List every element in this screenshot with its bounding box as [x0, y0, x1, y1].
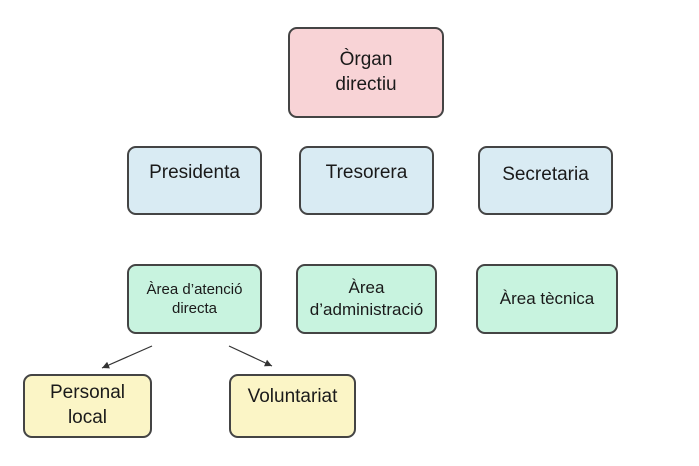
area-administracio-label-line1: Àrea: [348, 277, 385, 297]
tresorera-box: Tresorera: [299, 146, 434, 215]
area-tecnica-box: Àrea tècnica: [476, 264, 618, 334]
area-atencio-directa-label-line1: Àrea d’atenció: [146, 280, 243, 298]
presidenta-box: Presidenta: [127, 146, 262, 215]
arrow-to-voluntariat: [228, 345, 273, 367]
area-administracio-label-line2: d’administració: [309, 300, 424, 319]
presidenta-label: Presidenta: [149, 162, 240, 184]
personal-local-label-line2: local: [67, 407, 108, 428]
area-atencio-directa-label-line2: directa: [171, 300, 218, 317]
organ-directiu-box: Òrgan directiu: [288, 27, 444, 118]
voluntariat-label: Voluntariat: [247, 385, 338, 407]
organ-directiu-label-line2: directiu: [335, 73, 397, 95]
personal-local-box: Personal local: [23, 374, 152, 438]
personal-local-label-line1: Personal: [50, 382, 125, 404]
area-atencio-directa-box: Àrea d’atenció directa: [127, 264, 262, 334]
arrow-to-personal-local: [101, 345, 153, 369]
organ-directiu-label-line1: Òrgan: [339, 48, 393, 70]
secretaria-box: Secretaria: [478, 146, 613, 215]
area-administracio-box: Àrea d’administració: [296, 264, 437, 334]
area-tecnica-label: Àrea tècnica: [499, 288, 595, 308]
tresorera-label: Tresorera: [325, 162, 408, 184]
secretaria-label: Secretaria: [502, 164, 589, 186]
voluntariat-box: Voluntariat: [229, 374, 356, 438]
